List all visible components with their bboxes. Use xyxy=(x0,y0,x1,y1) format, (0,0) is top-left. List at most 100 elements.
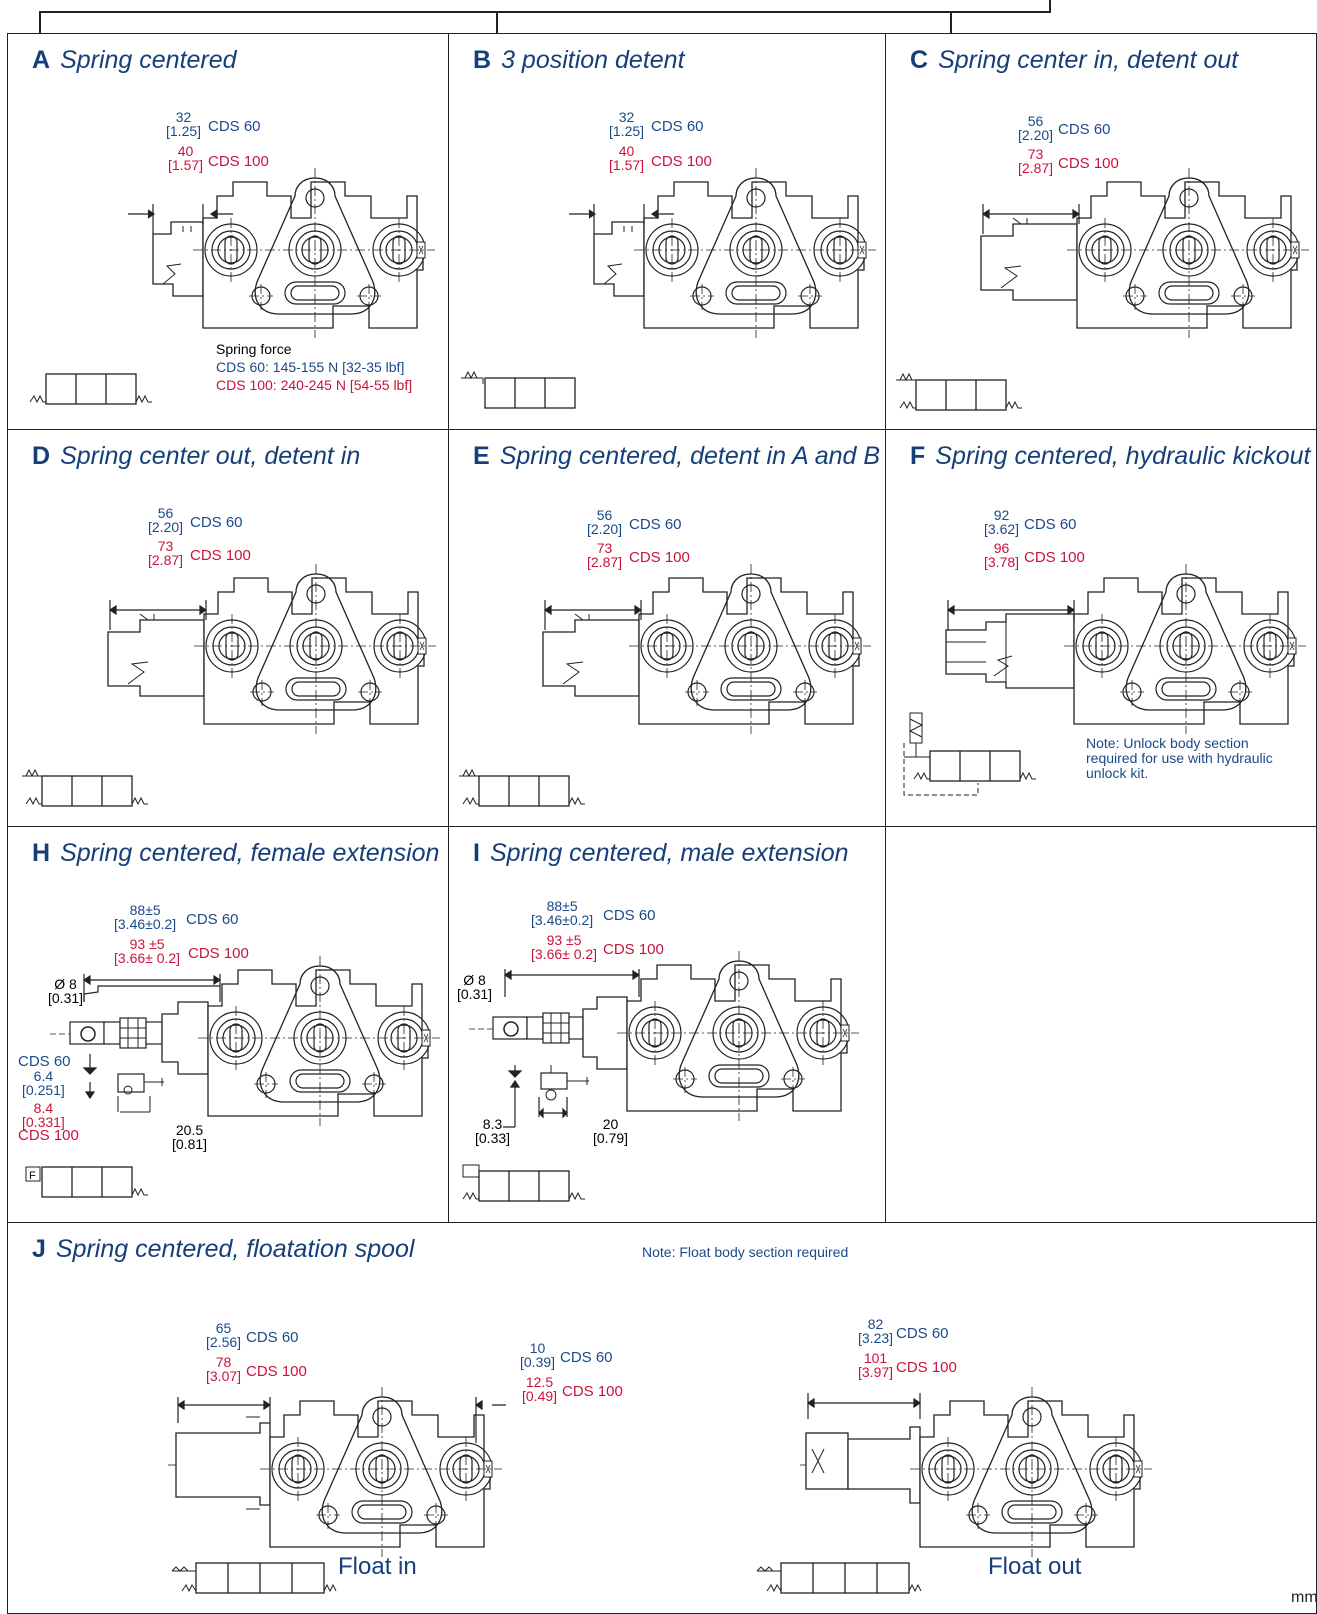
label-cds60: CDS 60 xyxy=(629,516,682,533)
float-out-label: Float out xyxy=(988,1553,1082,1580)
panel-letter: A xyxy=(32,46,51,74)
panel-name: Spring centered, female extension xyxy=(60,839,440,867)
label-out-cds60: CDS 60 xyxy=(896,1325,949,1342)
spool-symbol xyxy=(460,371,576,409)
dim-side-cds60: 6.4[0.251] xyxy=(22,1068,65,1098)
panel-letter: C xyxy=(910,46,929,74)
valve-float-out xyxy=(800,1386,1153,1558)
panel-letter: E xyxy=(473,442,490,470)
panel-b-title: B 3 position detent xyxy=(473,46,685,75)
label-cds100: CDS 100 xyxy=(1058,155,1119,172)
label-cds100: CDS 100 xyxy=(208,153,269,170)
valve-drawing xyxy=(50,955,441,1127)
spool-symbol-float-out xyxy=(756,1562,922,1594)
label-in-cds60: CDS 60 xyxy=(246,1329,299,1346)
panel-d: D Spring center out, detent in 56[2.20] C… xyxy=(7,429,449,827)
label-cds100: CDS 100 xyxy=(629,549,690,566)
panel-j: J Spring centered, floatation spool Note:… xyxy=(7,1222,1317,1614)
dim-cds60: 92[3.62] xyxy=(984,507,1020,537)
label-cds100: CDS 100 xyxy=(188,945,249,962)
valve-drawing xyxy=(980,167,1310,339)
dim-in-cds60: 65[2.56] xyxy=(206,1320,242,1350)
f-marker: F xyxy=(29,1170,36,1182)
dim-diameter: Ø 8[0.31] xyxy=(48,976,84,1006)
spool-symbol xyxy=(903,712,1037,796)
dim-cds100: 73[2.87] xyxy=(587,540,623,570)
panel-letter: F xyxy=(910,442,926,470)
panel-letter: D xyxy=(32,442,51,470)
label-cds60: CDS 60 xyxy=(186,911,239,928)
panel-a: A Spring centered 32[1.25] CDS 60 40[1.57… xyxy=(7,33,449,430)
dim-cds100: 93 ±5[3.66± 0.2] xyxy=(114,936,181,966)
spring-force: Spring force CDS 60: 145-155 N [32-35 lb… xyxy=(216,341,413,393)
note-float: Note: Float body section required xyxy=(642,1244,849,1260)
side-cds60: CDS 60 xyxy=(18,1053,71,1070)
dim-out-cds60: 82[3.23] xyxy=(858,1316,894,1346)
dim-in-cds100: 78[3.07] xyxy=(206,1354,242,1384)
valve-drawing xyxy=(569,167,877,339)
dim-cds60: 32[1.25] xyxy=(609,109,645,139)
panel-h-title: H Spring centered, female extension xyxy=(32,839,439,868)
label-in-right-cds60: CDS 60 xyxy=(560,1349,613,1366)
label-out-cds100: CDS 100 xyxy=(896,1359,957,1376)
spool-symbol xyxy=(458,769,586,807)
dim-cds100: 73[2.87] xyxy=(148,538,184,568)
dim-in-right-cds100: 12.5[0.49] xyxy=(522,1374,558,1404)
label-in-cds100: CDS 100 xyxy=(246,1363,307,1380)
label-cds60: CDS 60 xyxy=(1024,516,1077,533)
valve-drawing xyxy=(128,167,436,339)
spool-symbol xyxy=(895,373,1023,411)
spool-symbol: F xyxy=(25,1166,148,1198)
label-in-right-cds100: CDS 100 xyxy=(562,1383,623,1400)
dim-cds100: 93 ±5[3.66± 0.2] xyxy=(531,932,598,962)
label-cds100: CDS 100 xyxy=(190,547,251,564)
dim-out-cds100: 101[3.97] xyxy=(858,1350,894,1380)
dim-side-cds100: 8.4[0.331] xyxy=(22,1100,65,1130)
panel-name: Spring centered, floatation spool xyxy=(55,1235,415,1263)
top-bracket xyxy=(39,0,1051,36)
label-cds60: CDS 60 xyxy=(208,118,261,135)
valve-drawing xyxy=(945,563,1307,735)
panel-letter: H xyxy=(32,839,51,867)
note-unlock: Note: Unlock body section required for u… xyxy=(1086,735,1273,781)
dim-in-right-cds60: 10[0.39] xyxy=(520,1340,556,1370)
dim-bottom: 20.5[0.81] xyxy=(172,1122,208,1152)
valve-drawing xyxy=(542,563,872,735)
dim-cds60: 56[2.20] xyxy=(1018,113,1054,143)
panel-letter: B xyxy=(473,46,492,74)
panel-name: Spring center out, detent in xyxy=(60,442,361,470)
dim-diameter: Ø 8[0.31] xyxy=(457,972,493,1002)
dim-cds60: 56[2.20] xyxy=(587,507,623,537)
panel-letter: J xyxy=(32,1235,46,1263)
dim-left: 8.3[0.33] xyxy=(475,1116,511,1146)
spool-symbol xyxy=(462,1164,586,1202)
panel-name: Spring centered, male extension xyxy=(489,839,849,867)
dim-cds60: 56[2.20] xyxy=(148,505,184,535)
label-cds100: CDS 100 xyxy=(603,941,664,958)
panel-i-title: I Spring centered, male extension xyxy=(473,839,849,868)
label-cds60: CDS 60 xyxy=(651,118,704,135)
dim-cds100: 40[1.57] xyxy=(168,143,204,173)
side-cds100: CDS 100 xyxy=(18,1127,79,1144)
panel-name: 3 position detent xyxy=(501,46,685,74)
float-in-label: Float in xyxy=(338,1553,417,1580)
spool-symbol xyxy=(21,769,149,807)
dim-cds100: 40[1.57] xyxy=(609,143,645,173)
panel-d-title: D Spring center out, detent in xyxy=(32,442,360,471)
dim-cds60: 88±5[3.46±0.2] xyxy=(531,898,594,928)
label-cds60: CDS 60 xyxy=(603,907,656,924)
panel-name: Spring centered xyxy=(60,46,237,74)
valve-drawing xyxy=(107,563,437,735)
spool-symbol xyxy=(29,373,153,405)
dim-cds60: 32[1.25] xyxy=(166,109,202,139)
label-cds100: CDS 100 xyxy=(651,153,712,170)
panel-empty xyxy=(885,826,1317,1223)
panel-letter: I xyxy=(473,839,480,867)
dim-bottom: 20[0.79] xyxy=(593,1116,629,1146)
